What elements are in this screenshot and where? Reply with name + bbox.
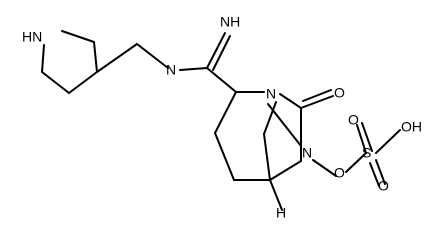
atom-label-layer: HN NH N N O N O S O OH O H — [22, 14, 422, 221]
bridgehead-n-label: N — [266, 86, 276, 102]
bridgehead-h-label: H — [276, 205, 286, 221]
sulfonic-oh-label: OH — [401, 119, 422, 135]
sulfonyl-o-bottom-label: O — [378, 178, 389, 194]
ester-o-label: O — [334, 165, 345, 181]
carbonyl-o-label: O — [334, 85, 345, 101]
sulfonyl-o-top-label: O — [348, 112, 359, 128]
ring-n-label: N — [302, 145, 312, 161]
pyrrolidine-nh-label: HN — [22, 29, 42, 45]
amidine-imine-nh-label: NH — [220, 14, 240, 30]
amidine-n-label: N — [166, 62, 176, 78]
bond-layer — [41, 30, 401, 211]
sulfur-label: S — [362, 145, 371, 161]
